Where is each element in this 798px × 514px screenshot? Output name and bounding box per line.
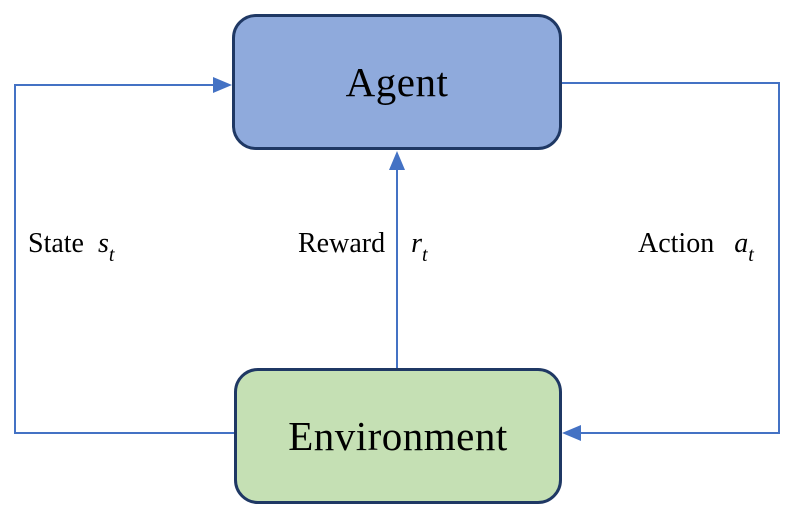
state-edge-vertical-segment [14, 84, 16, 434]
action-symbol-letter: a [734, 228, 749, 259]
reward-edge-label: Reward rt [298, 227, 428, 265]
reward-edge-vertical-segment [396, 168, 398, 368]
state-symbol-letter: s [98, 228, 109, 259]
environment-node: Environment [234, 368, 562, 504]
reward-arrowhead-up-icon [389, 151, 405, 170]
agent-node: Agent [232, 14, 562, 150]
action-edge-label: Action at [638, 227, 754, 265]
reward-symbol-letter: r [411, 228, 422, 259]
action-edge-top-segment [562, 82, 780, 84]
agent-node-label: Agent [345, 59, 449, 105]
state-edge-label: State st [28, 227, 114, 265]
state-arrowhead-right-icon [213, 77, 232, 93]
state-symbol-subscript: t [108, 243, 115, 266]
state-symbol: st [98, 227, 114, 265]
state-edge-top-segment [14, 84, 214, 86]
action-edge-vertical-segment [778, 82, 780, 434]
state-label-word: State [28, 228, 84, 259]
environment-node-label: Environment [288, 413, 508, 459]
action-label-word: Action [638, 228, 715, 259]
action-symbol: at [734, 227, 754, 265]
reward-label-word: Reward [298, 228, 386, 259]
action-arrowhead-left-icon [562, 425, 581, 441]
action-edge-bottom-segment [580, 432, 780, 434]
reward-symbol: rt [411, 227, 427, 265]
action-symbol-subscript: t [748, 243, 754, 266]
state-edge-bottom-segment [14, 432, 235, 434]
reward-symbol-subscript: t [421, 243, 428, 266]
